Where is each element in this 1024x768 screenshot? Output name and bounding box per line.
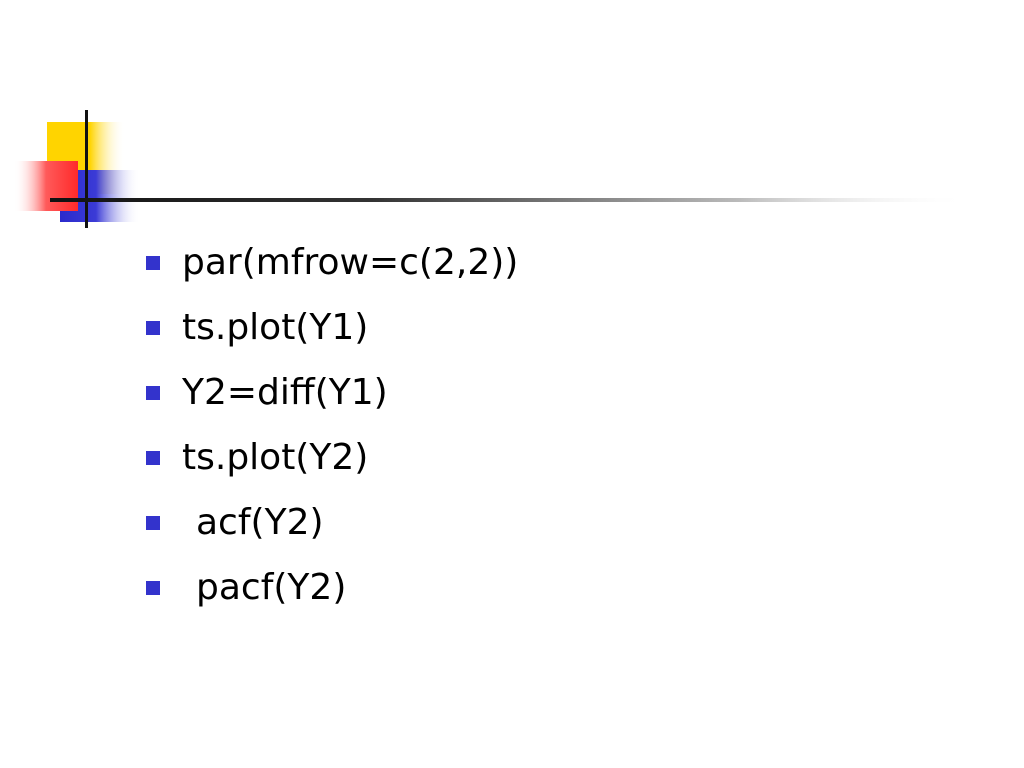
bullet-square-icon [146,451,160,465]
list-item: par(mfrow=c(2,2)) [146,238,518,288]
list-item: acf(Y2) [146,498,324,548]
bullet-square-icon [146,321,160,335]
red-square [14,161,78,211]
bullet-text: ts.plot(Y2) [182,437,369,478]
bullet-square-icon [146,516,160,530]
vertical-rule [85,110,88,228]
bullet-square-icon [146,256,160,270]
list-item: pacf(Y2) [146,563,346,613]
bullet-text: pacf(Y2) [196,567,347,608]
bullet-square-icon [146,581,160,595]
bullet-text: Y2=diff(Y1) [182,372,388,413]
list-item: ts.plot(Y1) [146,303,368,353]
bullet-text: par(mfrow=c(2,2)) [182,242,519,283]
list-item: ts.plot(Y2) [146,433,368,483]
bullet-text: ts.plot(Y1) [182,307,369,348]
horizontal-rule [50,198,970,202]
bullet-text: acf(Y2) [196,502,324,543]
bullet-square-icon [146,386,160,400]
list-item: Y2=diff(Y1) [146,368,388,418]
title-decoration [14,110,970,228]
